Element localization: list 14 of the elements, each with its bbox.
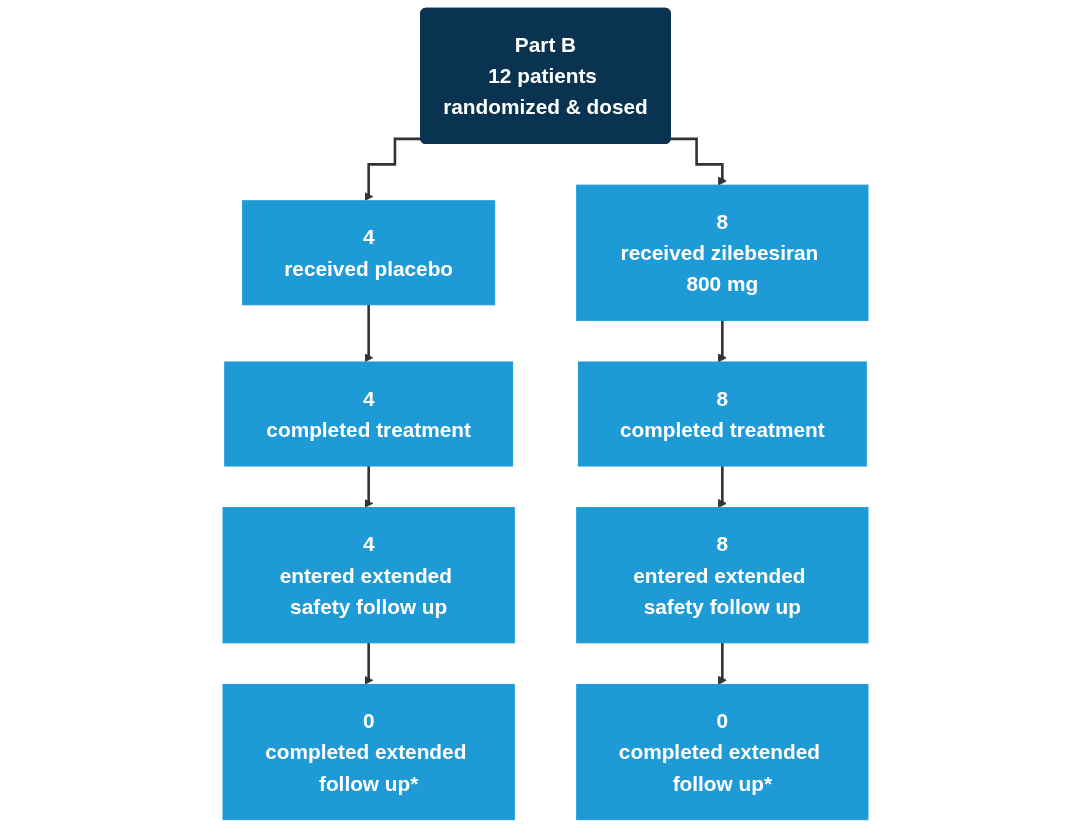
node-box: 8 entered extended safety follow up [576,507,869,644]
arrow [364,137,422,202]
node-box: 8 completed treatment [577,361,867,467]
node-box: 0 completed extended follow up* [222,683,515,821]
node-box: 4 received placebo [242,200,496,306]
arrow [670,137,727,186]
node-box: 4 completed treatment [224,361,514,467]
arrow [717,641,727,685]
arrow [717,319,727,363]
node-box: 4 entered extended safety follow up [222,507,515,644]
node-box: 0 completed extended follow up* [576,683,869,821]
node-box: 8 received zilebesiran 800 mg [576,184,869,321]
arrow [364,641,374,685]
arrow [364,303,374,363]
